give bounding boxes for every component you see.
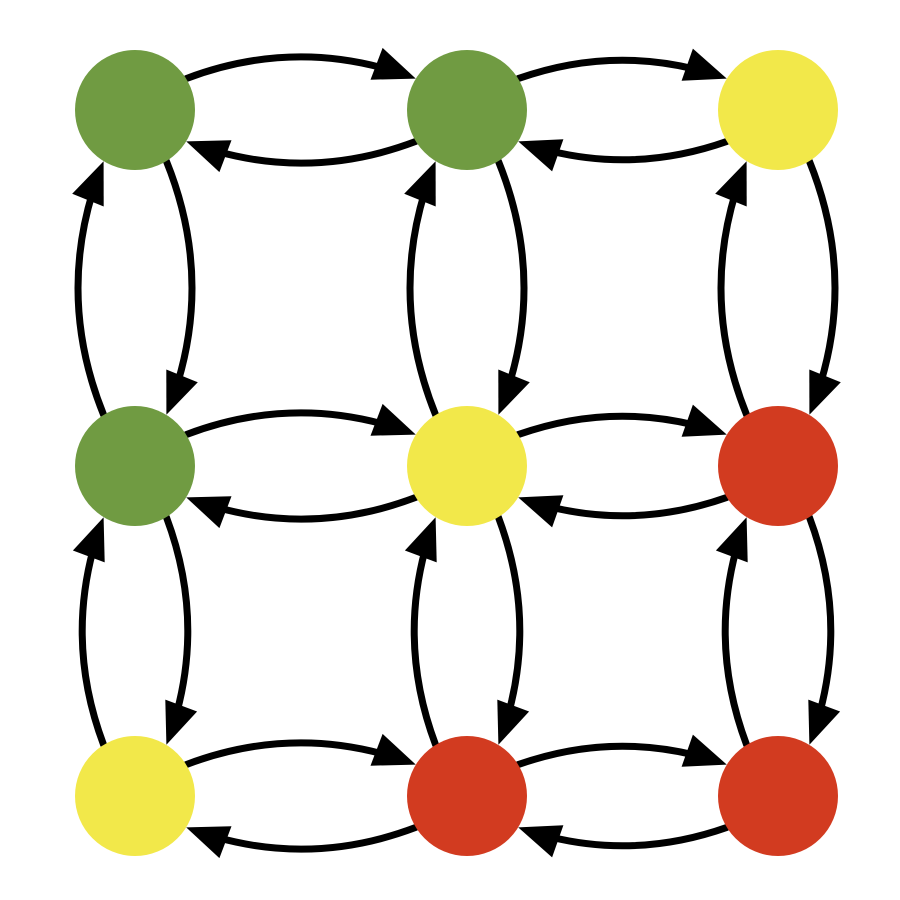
edge-r1c2-to-r0c2 bbox=[717, 189, 751, 419]
edge-r0c0-to-r1c0 bbox=[162, 157, 196, 387]
arrowhead-r2c0-to-r2c1 bbox=[370, 733, 416, 766]
edge-r0c2-to-r0c1 bbox=[547, 137, 731, 164]
arrowhead-r0c0-to-r1c0 bbox=[166, 369, 198, 415]
edge-r0c1-to-r1c1 bbox=[494, 157, 528, 387]
edge-r1c0-to-r2c0 bbox=[162, 513, 192, 716]
arrowhead-r0c1-to-r0c2 bbox=[681, 48, 727, 81]
edge-r0c1-to-r0c2 bbox=[514, 56, 698, 83]
arrowhead-r1c2-to-r2c2 bbox=[808, 699, 841, 745]
arrowhead-r1c2-to-r0c2 bbox=[715, 161, 747, 207]
arrowhead-r1c0-to-r1c1 bbox=[370, 403, 416, 436]
edge-r1c1-to-r1c2 bbox=[514, 412, 698, 439]
edge-r2c1-to-r2c0 bbox=[214, 823, 420, 853]
arrowhead-r2c1-to-r2c0 bbox=[186, 826, 232, 859]
arrowhead-r2c2-to-r1c2 bbox=[715, 517, 748, 563]
arrowhead-r1c0-to-r0c0 bbox=[72, 161, 104, 207]
node-r0c1-green bbox=[407, 50, 527, 170]
edge-r2c2-to-r1c2 bbox=[721, 546, 751, 749]
edge-r2c2-to-r2c1 bbox=[547, 823, 731, 850]
node-r2c2-red bbox=[718, 736, 838, 856]
arrowhead-r2c1-to-r1c1 bbox=[404, 517, 437, 563]
node-r1c2-red bbox=[718, 406, 838, 526]
edge-r2c1-to-r1c1 bbox=[410, 546, 440, 749]
edges-layer bbox=[74, 53, 839, 853]
arrowhead-r1c2-to-r1c1 bbox=[518, 495, 564, 528]
node-r0c2-yellow bbox=[718, 50, 838, 170]
arrowhead-r0c1-to-r1c1 bbox=[498, 369, 530, 415]
arrowhead-r1c1-to-r1c2 bbox=[681, 404, 727, 437]
arrowhead-r2c1-to-r2c2 bbox=[681, 734, 727, 767]
edge-r0c0-to-r0c1 bbox=[182, 53, 388, 83]
nodes-layer bbox=[75, 50, 838, 856]
edge-r1c0-to-r1c1 bbox=[182, 409, 388, 439]
edge-r1c1-to-r0c1 bbox=[406, 189, 440, 419]
edge-r1c1-to-r2c1 bbox=[494, 513, 524, 716]
edge-r1c1-to-r1c0 bbox=[214, 493, 420, 523]
arrowhead-r0c0-to-r0c1 bbox=[370, 47, 416, 80]
edge-r1c2-to-r1c1 bbox=[547, 493, 731, 520]
arrowhead-r1c1-to-r1c0 bbox=[186, 496, 232, 529]
edge-r0c1-to-r0c0 bbox=[214, 137, 420, 167]
edge-r1c2-to-r2c2 bbox=[805, 513, 835, 716]
arrowhead-r0c2-to-r0c1 bbox=[518, 139, 564, 172]
edge-r2c0-to-r2c1 bbox=[182, 739, 388, 769]
arrowhead-r1c1-to-r2c1 bbox=[497, 699, 530, 745]
edge-r2c0-to-r1c0 bbox=[78, 546, 108, 749]
arrowhead-r2c2-to-r2c1 bbox=[518, 825, 564, 858]
node-r2c1-red bbox=[407, 736, 527, 856]
arrowhead-r0c1-to-r0c0 bbox=[186, 140, 232, 173]
arrowhead-r1c0-to-r2c0 bbox=[165, 699, 198, 745]
edge-r1c0-to-r0c0 bbox=[74, 189, 108, 419]
node-r2c0-yellow bbox=[75, 736, 195, 856]
arrowhead-r0c2-to-r1c2 bbox=[809, 369, 841, 415]
arrowheads-layer bbox=[72, 47, 841, 859]
arrowhead-r2c0-to-r1c0 bbox=[72, 517, 105, 563]
edge-r0c2-to-r1c2 bbox=[805, 157, 839, 387]
node-r1c1-yellow bbox=[407, 406, 527, 526]
node-r1c0-green bbox=[75, 406, 195, 526]
node-r0c0-green bbox=[75, 50, 195, 170]
edge-r2c1-to-r2c2 bbox=[514, 742, 698, 769]
arrowhead-r1c1-to-r0c1 bbox=[404, 161, 436, 207]
